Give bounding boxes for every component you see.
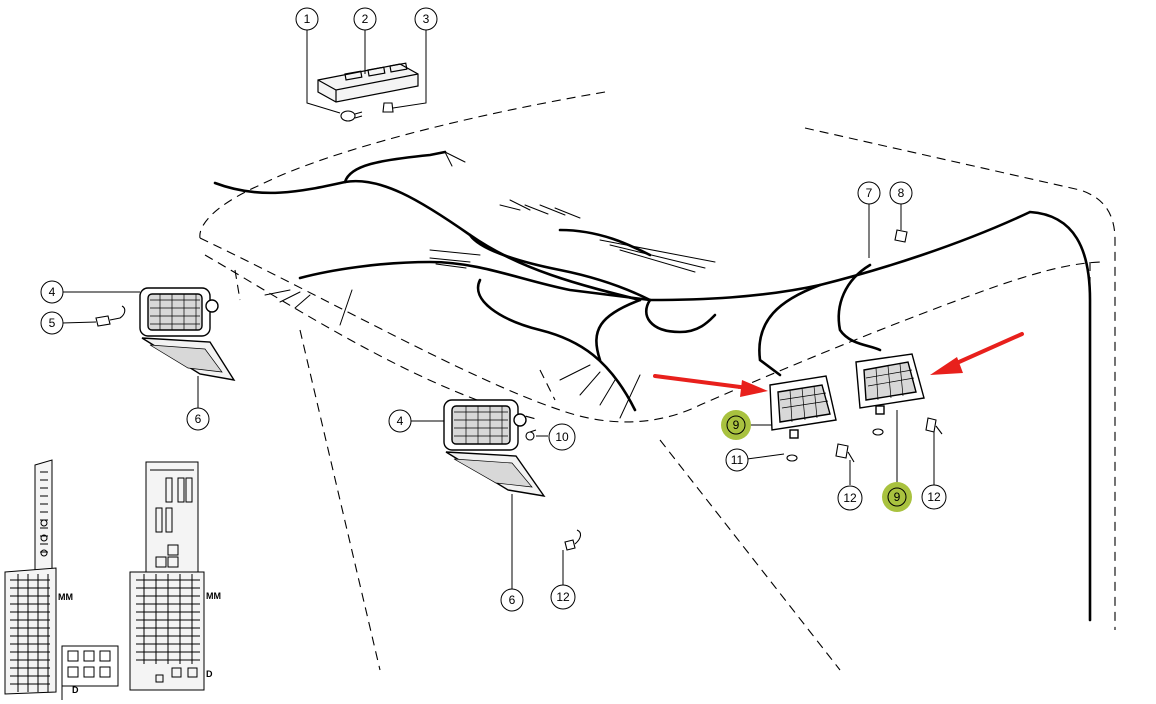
callout-7-label: 7 [866,186,873,200]
bulb-part-3 [382,102,394,113]
callout-6-center-label: 6 [509,593,516,607]
callout-7: 7 [857,181,881,205]
wiring-harness [213,150,1092,622]
work-lamp-left [139,287,236,381]
side-panel-left-d-label: D [72,685,79,695]
side-panel-left-mm-label: MM [58,592,73,602]
callout-6-center: 6 [500,588,524,612]
side-panel-right-d-label: D [206,669,213,679]
callout-2: 2 [353,7,377,31]
callout-1-label: 1 [304,12,311,26]
callout-12-right: 12 [921,484,947,510]
callout-5-label: 5 [49,316,56,330]
callout-11-label: 11 [731,453,744,467]
work-lamp-center [443,399,546,497]
relay-box-part-2 [317,62,419,103]
callout-1: 1 [295,7,319,31]
callout-3-label: 3 [423,12,430,26]
cab-roof-outline [199,91,1116,671]
callout-12-middle: 12 [837,485,863,511]
callout-4-left-label: 4 [49,285,56,299]
callout-10-label: 10 [555,430,569,444]
callout-9-right-label: 9 [894,490,901,504]
side-panel-right [129,461,205,691]
side-panel-left [4,459,119,700]
callout-12-middle-label: 12 [843,491,857,505]
callout-11: 11 [725,448,749,472]
callout-12-bottom-label: 12 [556,590,570,604]
callout-6-left-label: 6 [195,412,202,426]
callout-6-left: 6 [186,407,210,431]
callout-2-label: 2 [362,12,369,26]
callout-8-label: 8 [898,186,905,200]
leader-lines [61,28,935,590]
callout-12-bottom: 12 [550,584,576,610]
callout-9-left-label: 9 [733,418,740,432]
callout-9-highlighted-right: 9 [882,482,912,512]
work-lamp-right-b [855,353,925,415]
callout-12-right-label: 12 [927,490,941,504]
red-arrows [653,332,1024,397]
callout-4-center: 4 [388,409,412,433]
callout-8: 8 [889,181,913,205]
callout-5: 5 [40,311,64,335]
harness-branch-wires [264,151,716,419]
side-panel-right-mm-label: MM [206,591,221,601]
callout-3: 3 [414,7,438,31]
callout-4-center-label: 4 [397,414,404,428]
callout-4-left: 4 [40,280,64,304]
callout-9-highlighted-left: 9 [721,410,751,440]
callout-10: 10 [548,423,576,451]
work-lamp-right-a [769,375,837,439]
bulb-part-1 [340,110,363,122]
